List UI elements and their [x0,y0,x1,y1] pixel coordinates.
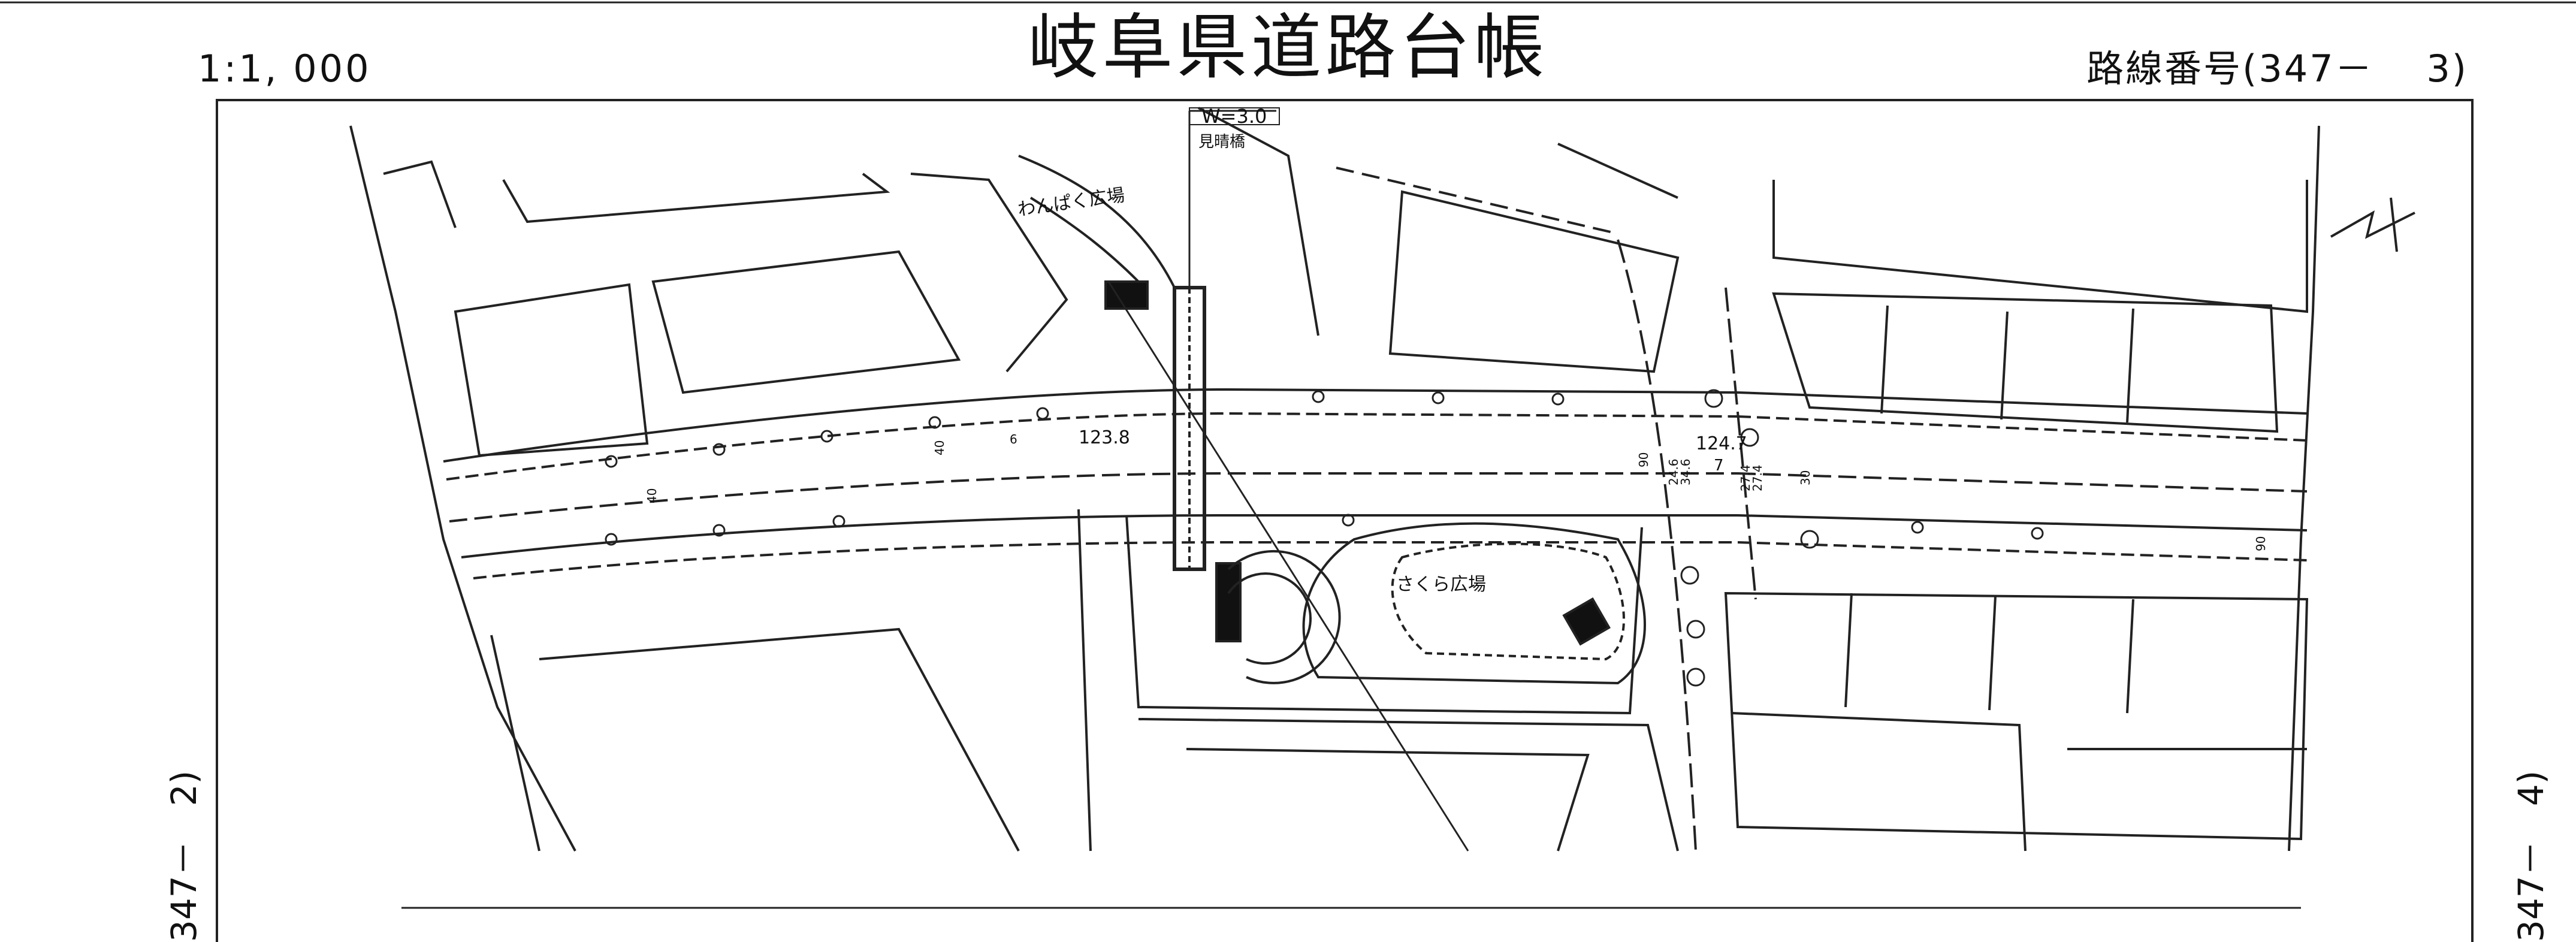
lane-mark: 24.6 [1666,458,1681,485]
lane-mark: 90 [2254,536,2268,551]
park-south-label: さくら広場 [1396,574,1486,595]
distance-east-label: 124.7 [1696,433,1747,454]
lane-mark: 27.4 [1738,464,1753,491]
bridge-stairs-north [1104,280,1149,310]
bridge-width-label: W=3.0 [1201,105,1267,128]
roadside-trees [605,389,2044,687]
distance-west-label: 123.8 [1079,427,1130,448]
sakura-plaza-outline [1302,522,1646,685]
road-centerline [449,472,1738,523]
distance-east-sub-label: 7 [1714,457,1724,475]
building-block [1724,591,2309,841]
building-block [1388,190,1680,373]
route-number: 路線番号(347－ 3) [2086,47,2468,90]
bridge-name-label: 見晴橋 [1198,133,1245,151]
lane-mark: 90 [1636,452,1651,467]
park-north-label: わんぱく広場 [1016,185,1126,221]
cross-street [1617,239,1697,852]
lane-mark: 40 [932,440,947,455]
boundary-line-west [349,125,576,852]
lane-mark: 30 [1798,470,1813,485]
building-block [1772,292,2279,433]
lane-mark: 40 [645,488,659,503]
building-block [454,283,649,457]
lane-mark: 27.4 [1750,464,1765,491]
north-arrow-icon [2330,197,2415,252]
map-scale: 1:1, 000 [198,47,372,90]
park-shelter [1562,597,1611,646]
page-title: 岐阜県道路台帳 [1028,6,1548,89]
spiral-ramp [1227,550,1341,684]
road-edge-south [473,541,1738,579]
bridge-stairs-south [1215,562,1242,642]
survey-line [1107,281,1469,852]
map-frame [216,99,2474,942]
lane-mark: 34.6 [1678,458,1693,485]
park-boundary [1125,515,1643,715]
road-edge-north [443,388,1738,463]
lane-mark: 6 [1010,432,1017,446]
